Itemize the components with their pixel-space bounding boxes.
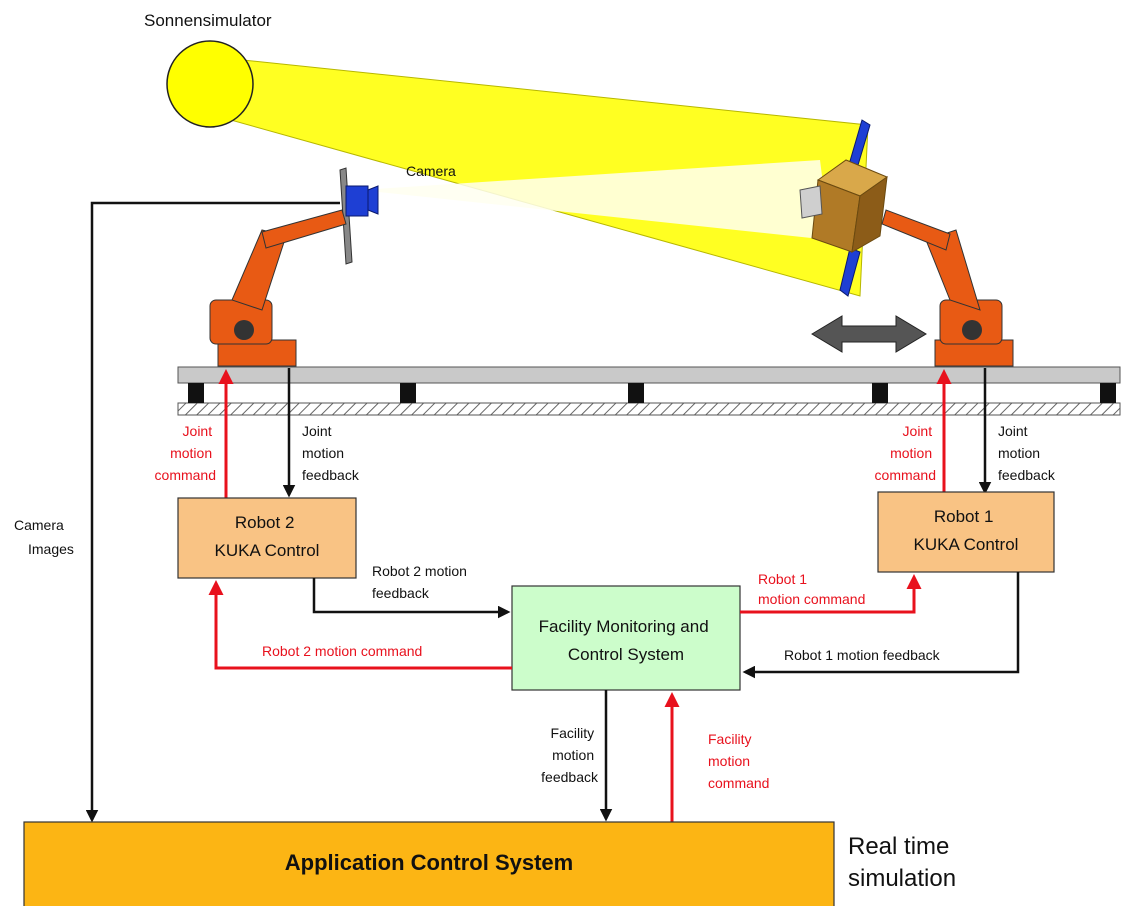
robot-2-motion-command-label: Robot 2 motion command <box>262 643 422 659</box>
rail-supports <box>188 383 1116 403</box>
robot-2-control-box <box>177 497 357 579</box>
real-time-simulation-label: Real time simulation <box>848 833 956 892</box>
facility-motion-command-label: Facility motion command <box>708 731 769 791</box>
sun-icon <box>166 40 254 128</box>
translation-arrow-icon <box>811 315 927 353</box>
robot-1-motion-command-label: Robot 1 motion command <box>758 571 865 607</box>
robot-2-motion-feedback-arrow <box>312 578 511 619</box>
robot-2-motion-feedback-label: Robot 2 motion feedback <box>372 563 471 601</box>
camera-label: Camera <box>406 163 456 179</box>
rail-ground <box>177 402 1121 416</box>
facility-motion-feedback-label: Facility motion feedback <box>541 725 599 785</box>
camera-images-arrow <box>85 201 340 823</box>
facility-control-box <box>511 585 741 691</box>
satellite-icon <box>799 119 889 297</box>
robot-1-joint-feedback-label: Joint motion feedback <box>998 423 1056 483</box>
rail <box>177 366 1121 384</box>
robot-1-icon <box>881 209 1014 367</box>
robot-2-joint-feedback-label: Joint motion feedback <box>302 423 360 483</box>
robot-2-motion-command-arrow <box>208 580 512 670</box>
sun-simulator-title: Sonnensimulator <box>144 11 272 30</box>
robot-2-control-label: Robot 2 KUKA Control <box>215 513 320 560</box>
facility-control-label: Facility Monitoring and Control System <box>539 617 714 664</box>
robot-1-joint-command-label: Joint motion command <box>875 423 936 483</box>
application-control-label: Application Control System <box>285 850 573 875</box>
camera-icon <box>339 167 379 265</box>
robot-1-control-label: Robot 1 KUKA Control <box>914 507 1019 554</box>
camera-images-label: Camera Images <box>14 517 74 557</box>
robot-1-motion-command-arrow <box>740 574 922 614</box>
robot-1-motion-feedback-arrow <box>742 572 1020 679</box>
robot-2-icon <box>209 209 347 367</box>
application-control-box <box>23 821 835 906</box>
camera-view-cone <box>360 160 830 240</box>
robot-2-joint-command-label: Joint motion command <box>155 423 216 483</box>
robot-1-control-box <box>877 491 1055 573</box>
robot-1-motion-feedback-label: Robot 1 motion feedback <box>784 647 941 663</box>
